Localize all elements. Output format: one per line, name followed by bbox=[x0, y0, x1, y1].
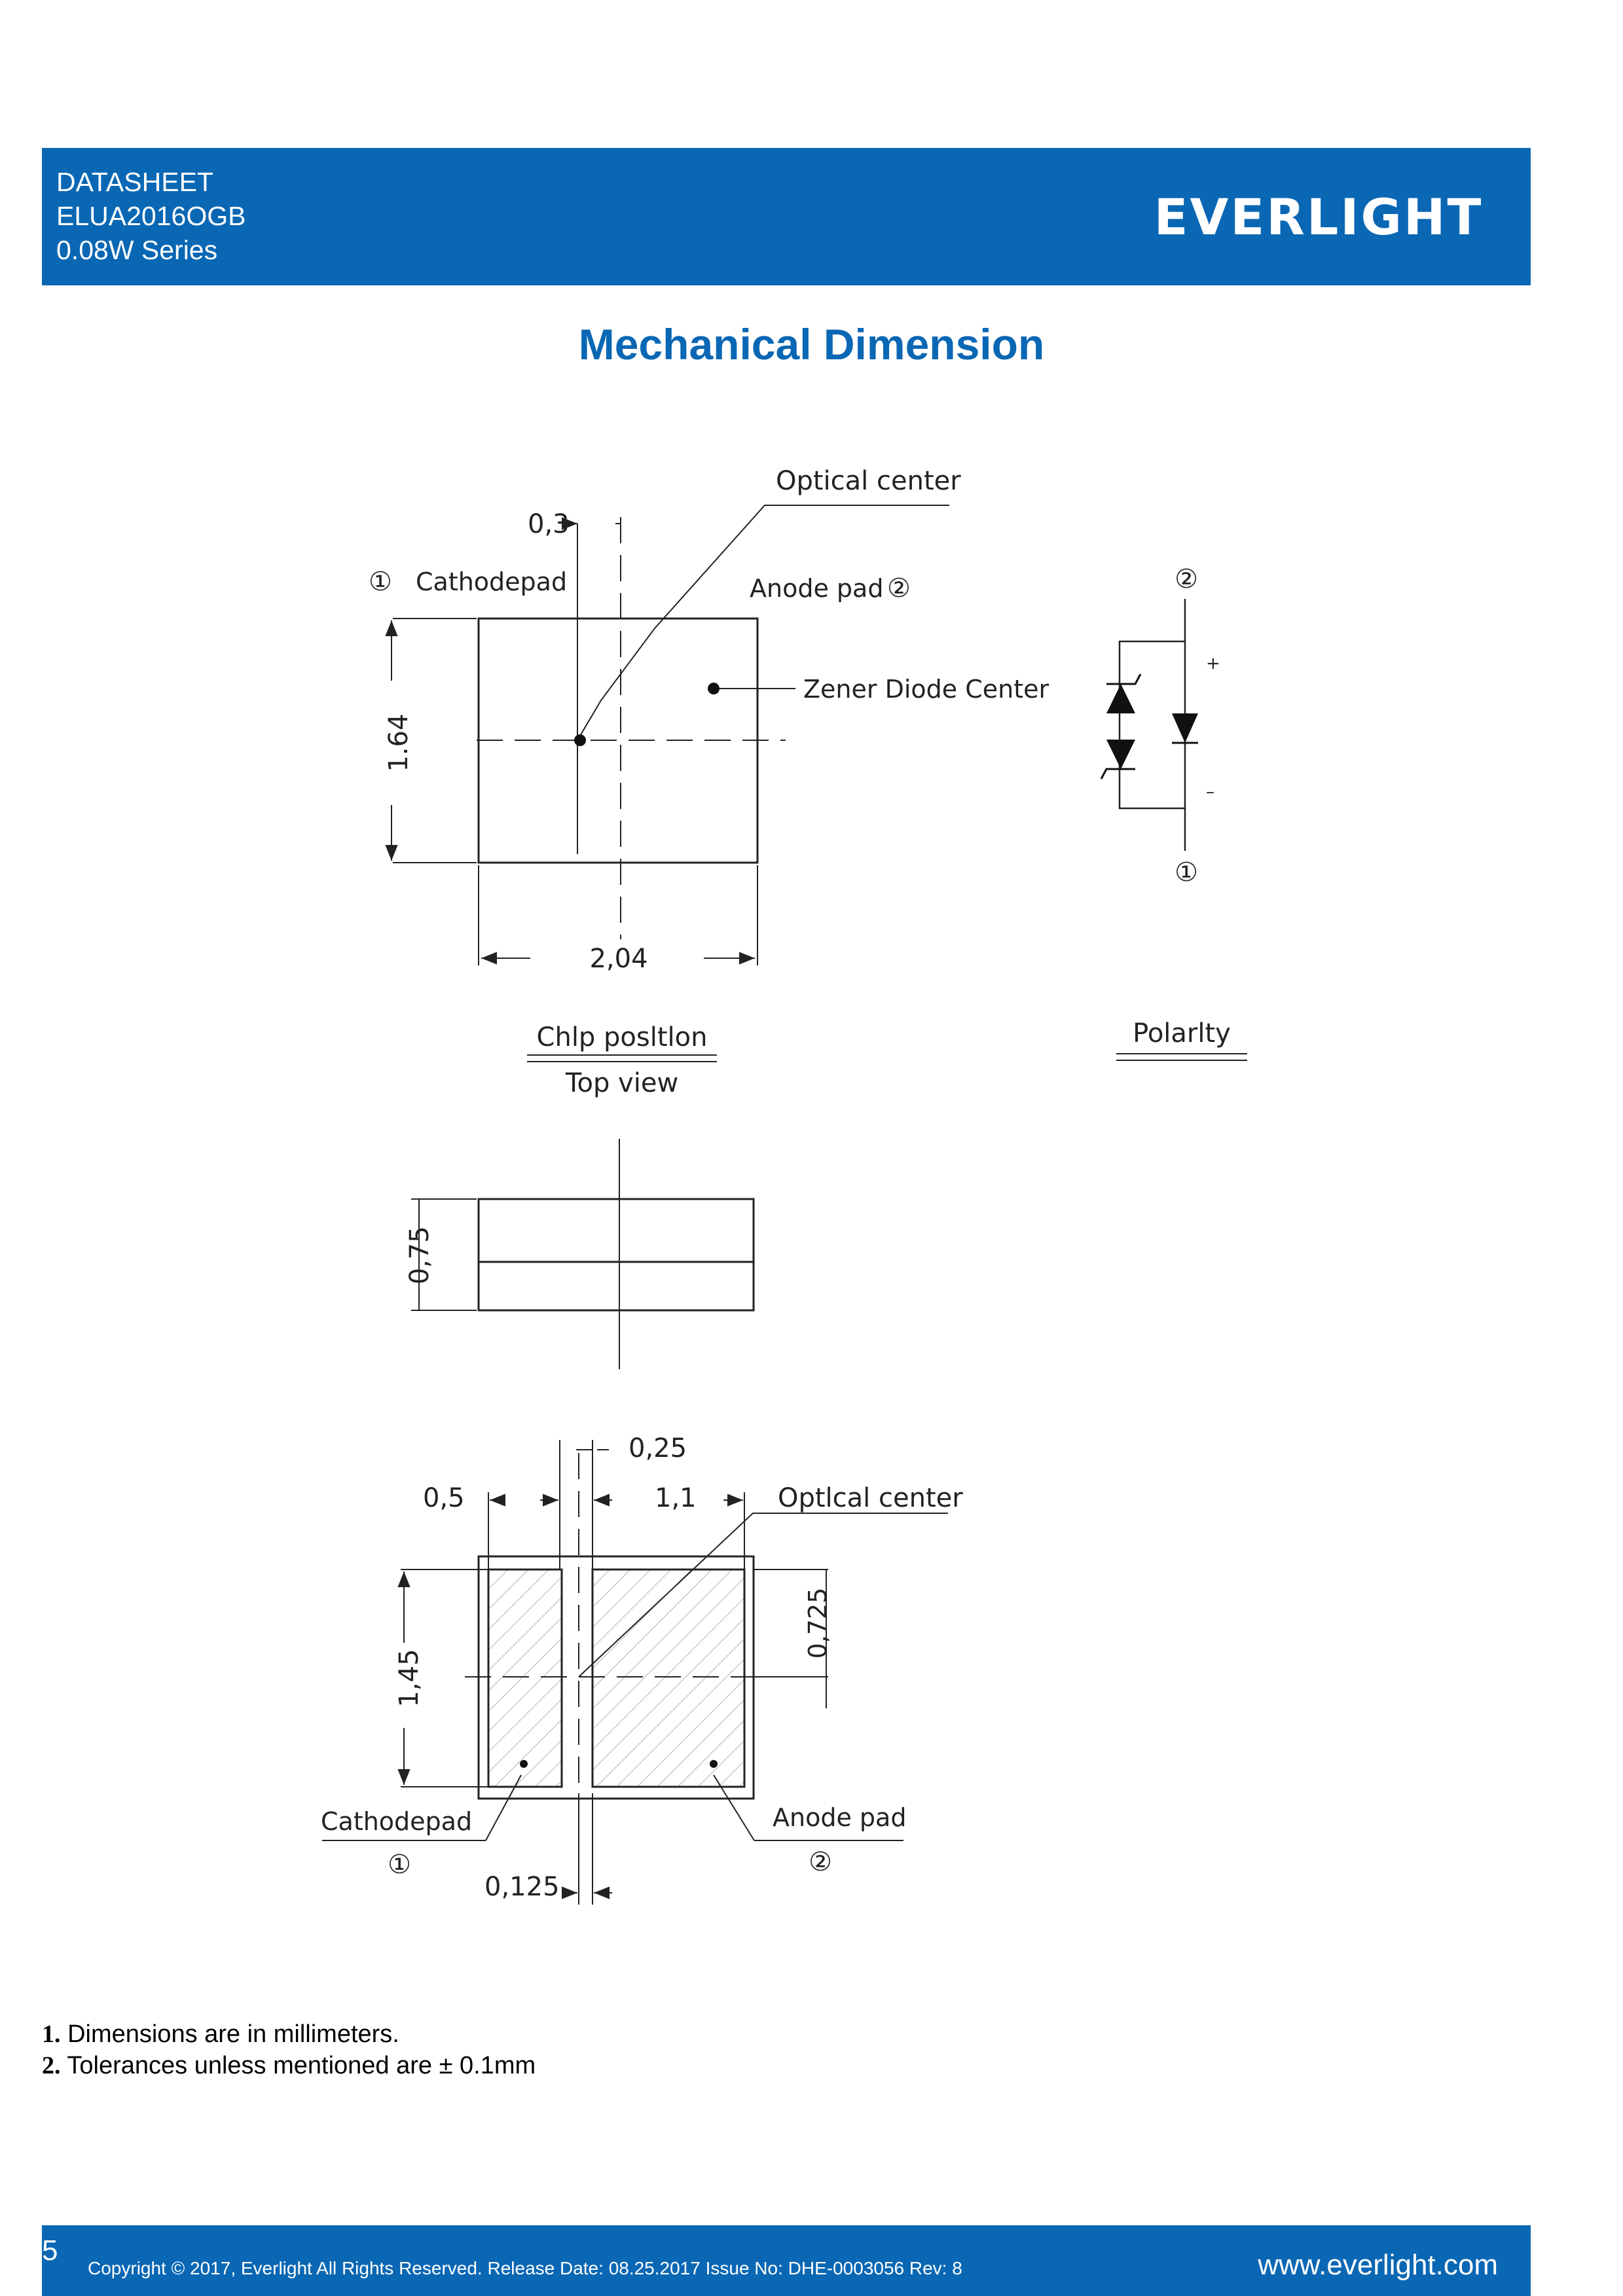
polarity-pin1: ① bbox=[1175, 857, 1198, 888]
header-title-block: DATASHEET ELUA2016OGB 0.08W Series bbox=[56, 165, 246, 267]
bottom-pin1: ① bbox=[388, 1850, 411, 1880]
anode-pad-shape bbox=[591, 1568, 746, 1788]
dim-left-pad: 0,5 bbox=[423, 1483, 465, 1513]
dim-center-offset: 0,125 bbox=[484, 1872, 560, 1902]
polarity-minus: – bbox=[1206, 782, 1214, 802]
caption-polarity: Polarlty bbox=[1133, 1018, 1231, 1049]
caption-chip-position: Chlp posltlon bbox=[537, 1022, 708, 1052]
side-view-package-outline bbox=[477, 1198, 755, 1312]
note-2-text: Tolerances unless mentioned are ± 0.1mm bbox=[67, 2052, 536, 2079]
polarity-plus: + bbox=[1206, 654, 1220, 673]
caption-top-view: Top view bbox=[565, 1068, 678, 1098]
dim-height-164: 1.64 bbox=[384, 713, 414, 772]
page-title: Mechanical Dimension bbox=[578, 320, 1045, 368]
bottom-cathode-pad-label: Cathodepad bbox=[321, 1807, 472, 1836]
dim-half-height: 0,725 bbox=[803, 1588, 832, 1659]
dim-pad-gap: 0,25 bbox=[629, 1433, 687, 1463]
polarity-pin2: ② bbox=[1175, 564, 1198, 594]
logo-text: EVERLIGHT bbox=[1154, 188, 1484, 246]
optical-center-label: Optical center bbox=[776, 466, 961, 496]
everlight-logo: EVERLIGHT bbox=[1154, 188, 1484, 246]
website-link[interactable]: www.everlight.com bbox=[1258, 2249, 1498, 2281]
zener-diode-down bbox=[1106, 740, 1135, 769]
optical-center-dot bbox=[574, 734, 586, 746]
dim-side-height: 0,75 bbox=[405, 1226, 435, 1284]
copyright-text: Copyright © 2017, Everlight All Rights R… bbox=[88, 2258, 962, 2278]
note-1: 1. Dimensions are in millimeters. bbox=[42, 2020, 399, 2049]
cathode-pad-shape bbox=[487, 1568, 563, 1788]
note-2: 2. Tolerances unless mentioned are ± 0.1… bbox=[42, 2051, 536, 2080]
header-doc-type: DATASHEET bbox=[56, 167, 213, 197]
cathode-pad-label: Cathodepad bbox=[416, 567, 567, 596]
bottom-pin2: ② bbox=[809, 1847, 832, 1877]
pin2-anode-marker: ② bbox=[887, 573, 911, 603]
note-1-text: Dimensions are in millimeters. bbox=[67, 2020, 399, 2048]
dim-bottom-height: 1,45 bbox=[394, 1649, 424, 1707]
note-2-number: 2. bbox=[42, 2052, 61, 2079]
zener-center-dot bbox=[708, 683, 720, 694]
footer-banner: 5 Copyright © 2017, Everlight All Rights… bbox=[42, 2225, 1531, 2296]
led-diode-symbol bbox=[1172, 713, 1198, 743]
dim-right-pad: 1,1 bbox=[655, 1483, 697, 1513]
note-1-number: 1. bbox=[42, 2020, 61, 2048]
bottom-anode-pad-label: Anode pad bbox=[773, 1803, 906, 1832]
page-number: 5 bbox=[42, 2234, 58, 2267]
bottom-optical-center-label: Optlcal center bbox=[778, 1483, 963, 1513]
dim-width-204: 2,04 bbox=[589, 944, 647, 974]
header-banner: DATASHEET ELUA2016OGB 0.08W Series EVERL… bbox=[42, 148, 1531, 285]
zener-diode-up bbox=[1106, 684, 1135, 713]
zener-center-label: Zener Diode Center bbox=[803, 675, 1049, 704]
dim-optical-offset: 0,3 bbox=[528, 509, 570, 539]
pin1-cathode-marker: ① bbox=[369, 567, 392, 597]
header-series: 0.08W Series bbox=[56, 235, 218, 265]
anode-pad-label: Anode pad bbox=[750, 574, 883, 603]
header-part-number: ELUA2016OGB bbox=[56, 201, 246, 231]
